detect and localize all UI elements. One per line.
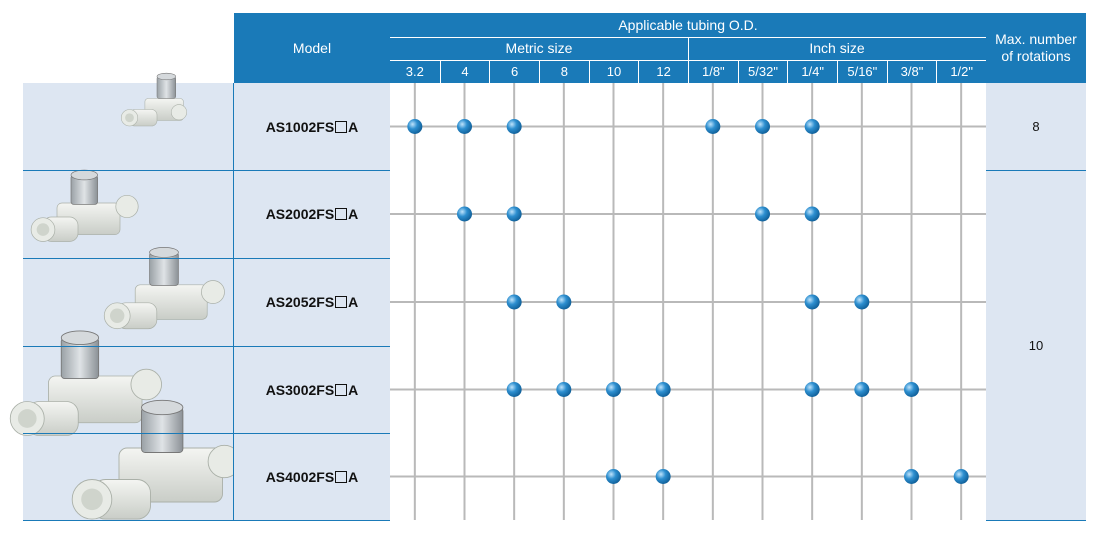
- inch-size-header: Inch size: [688, 37, 986, 60]
- product-photos: [9, 72, 241, 520]
- compatibility-dot: [904, 469, 919, 484]
- model-cell-5: AS4002FS A: [234, 433, 390, 520]
- size-column-header: 5/32": [737, 60, 788, 83]
- compatibility-dot: [655, 469, 671, 484]
- applicable-tubing-header: Applicable tubing O.D.: [390, 13, 986, 37]
- fitting-photo-4: [9, 330, 162, 436]
- compatibility-dot: [606, 469, 621, 484]
- size-column-header: 1/4": [787, 60, 837, 83]
- model-name: AS1002FS: [265, 118, 335, 135]
- compatibility-dot: [755, 206, 770, 222]
- compatibility-dot: [407, 119, 423, 134]
- size-column-header: 4: [439, 60, 490, 83]
- applicable-tubing-label: Applicable tubing O.D.: [618, 16, 758, 33]
- model-suffix: A: [348, 118, 359, 135]
- inch-size-label: Inch size: [809, 40, 865, 57]
- model-cell-4: AS3002FS A: [234, 346, 390, 433]
- model-suffix: A: [348, 381, 359, 398]
- rotations-cell-2: 10: [986, 170, 1086, 520]
- blank-box: [335, 470, 348, 483]
- max-rotations-label: Max. number of rotations: [995, 31, 1077, 64]
- metric-size-header: Metric size: [390, 37, 688, 60]
- model-name: AS2002FS: [265, 206, 335, 222]
- compatibility-dot: [804, 382, 820, 397]
- compatibility-dot: [506, 382, 522, 397]
- size-column-header: 3/8": [886, 60, 937, 83]
- rotations-cell-1: 8: [986, 83, 1086, 170]
- compatibility-dot: [457, 119, 472, 134]
- blank-box: [335, 296, 348, 308]
- compatibility-dot: [804, 206, 820, 222]
- row-divider: [986, 170, 1086, 171]
- compatibility-dot: [556, 294, 572, 310]
- model-column-divider: [233, 83, 234, 520]
- row-divider: [23, 520, 390, 521]
- compatibility-grid: [390, 83, 986, 520]
- model-cell-2: AS2002FS A: [234, 170, 390, 258]
- blank-box: [335, 120, 348, 133]
- max-rotations-header: Max. number of rotations: [986, 13, 1086, 83]
- compatibility-dot: [755, 119, 770, 134]
- size-column-header: 8: [539, 60, 589, 83]
- rotations-value: 8: [1032, 119, 1040, 134]
- size-column-header: 10: [588, 60, 639, 83]
- model-suffix: A: [348, 294, 359, 310]
- compatibility-dot: [506, 206, 522, 222]
- model-header-label: Model: [292, 39, 332, 56]
- size-column-header: 3.2: [390, 60, 440, 83]
- model-header: Model: [234, 13, 390, 83]
- compatibility-dot: [953, 469, 969, 484]
- size-column-header: 1/2": [936, 60, 986, 83]
- model-name: AS4002FS: [265, 468, 335, 485]
- size-column-header: 1/8": [688, 60, 738, 83]
- size-column-header: 6: [489, 60, 539, 83]
- row-divider: [23, 258, 390, 259]
- size-column-header: 12: [638, 60, 688, 83]
- compatibility-dot: [556, 382, 572, 397]
- model-suffix: A: [348, 468, 359, 485]
- rotations-value: 10: [1028, 337, 1044, 353]
- fitting-photo-3: [103, 247, 225, 330]
- blank-box: [335, 208, 348, 220]
- fitting-photo-2: [30, 169, 139, 242]
- compatibility-dot: [705, 119, 721, 134]
- compatibility-dot: [904, 382, 919, 397]
- blank-box: [335, 383, 348, 396]
- row-divider: [23, 433, 390, 434]
- row-divider: [23, 346, 390, 347]
- compatibility-dot: [655, 382, 671, 397]
- metric-size-label: Metric size: [505, 40, 573, 57]
- compatibility-dot: [606, 382, 621, 397]
- size-column-header: 5/16": [837, 60, 887, 83]
- fitting-photo-1: [120, 72, 187, 127]
- model-cell-3: AS2052FS A: [234, 258, 390, 346]
- model-cell-1: AS1002FS A: [234, 83, 390, 170]
- compatibility-dot: [854, 382, 870, 397]
- row-divider: [986, 520, 1086, 521]
- compatibility-dot: [457, 206, 472, 222]
- compatibility-dot: [804, 294, 820, 310]
- compatibility-dot: [506, 119, 522, 134]
- compatibility-dot: [506, 294, 522, 310]
- fitting-photo-5: [71, 399, 241, 520]
- model-name: AS2052FS: [265, 294, 335, 310]
- model-name: AS3002FS: [265, 381, 335, 398]
- model-suffix: A: [348, 206, 359, 222]
- compatibility-dot: [854, 294, 870, 310]
- header-divider: [688, 37, 689, 60]
- row-divider: [23, 170, 390, 171]
- compatibility-dot: [804, 119, 820, 134]
